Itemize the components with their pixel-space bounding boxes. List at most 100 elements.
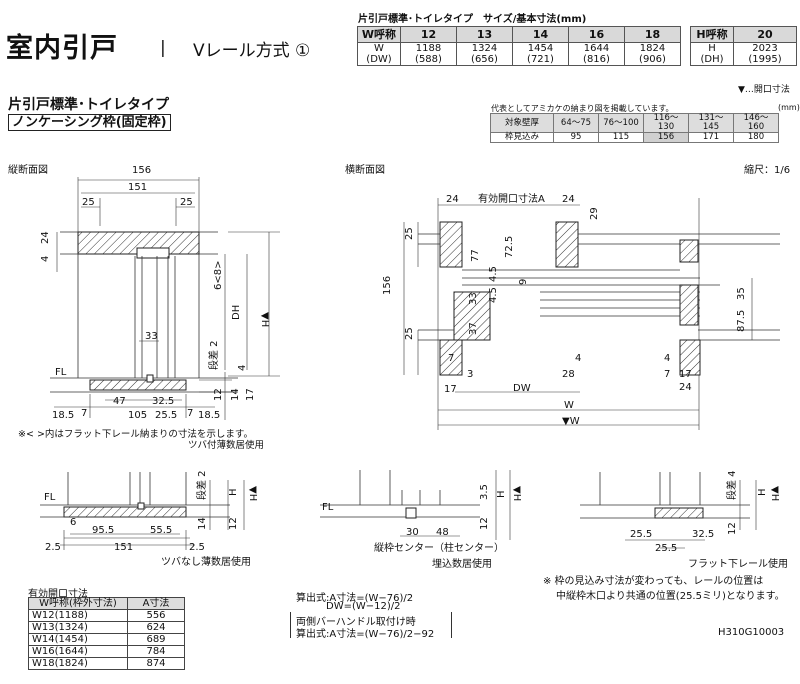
formula-line-2: DW=(W−12)/2 bbox=[326, 601, 401, 612]
dim-text: 32.5 bbox=[692, 529, 714, 540]
w-code: 16 bbox=[568, 26, 625, 43]
wall-table: 対象壁厚 64～75 76～100 116～130 131～145 146～16… bbox=[490, 113, 779, 143]
caption: 埋込数居使用 bbox=[432, 557, 492, 570]
dim-text: 105 bbox=[128, 410, 147, 421]
opening-note: ▼…開口寸法 bbox=[738, 85, 790, 95]
w-value: 1824(906) bbox=[624, 42, 681, 66]
dim-text: 47 bbox=[113, 396, 126, 407]
dim-text: ▼H bbox=[247, 486, 258, 501]
w-value: 1644(816) bbox=[568, 42, 625, 66]
dim-text: 12 bbox=[479, 517, 490, 530]
formula-line-1: 算出式:A寸法=(W−76)/2 bbox=[296, 593, 414, 604]
center-label: 縦枠センター（柱センター） bbox=[374, 541, 504, 554]
vertical-note: ※< >内はフラット下レール納まりの寸法を示します。 bbox=[18, 429, 253, 440]
h-row-label: H(DH) bbox=[690, 42, 734, 66]
dim-text: 95.5 bbox=[92, 525, 114, 536]
stopper-bottom bbox=[679, 284, 699, 326]
dim-text: 段差 4 bbox=[725, 470, 738, 500]
cell-w: W14(1454) bbox=[28, 633, 128, 646]
dim-text: 7 bbox=[448, 353, 454, 364]
dim-text: 77 bbox=[470, 249, 481, 262]
dim-text: 87.5 bbox=[736, 310, 747, 332]
h-code-label: H呼称 bbox=[690, 26, 734, 43]
cell-a: 874 bbox=[127, 657, 185, 670]
w-value: 1454(721) bbox=[512, 42, 569, 66]
dim-text: 7 bbox=[81, 408, 87, 419]
dim-text: 55.5 bbox=[150, 525, 172, 536]
dim-text: W bbox=[564, 400, 574, 411]
stopper-top bbox=[679, 239, 699, 263]
dim-text: 33 bbox=[468, 292, 479, 305]
dim-text: 段差 2 bbox=[195, 470, 208, 500]
size-table-caption: 片引戸標準･トイレタイプ サイズ/基本寸法(mm) bbox=[358, 14, 587, 25]
jamb-right-base bbox=[679, 339, 701, 376]
vertical-section-label: 縦断面図 bbox=[8, 165, 48, 176]
cell-a: 689 bbox=[127, 633, 185, 646]
dim-text: DH bbox=[231, 305, 242, 320]
dim-text: 12 bbox=[228, 517, 239, 530]
table-row: W16(1644) 784 bbox=[28, 645, 185, 658]
dim-text: H bbox=[228, 488, 239, 496]
dim-text: 151 bbox=[128, 182, 147, 193]
dim-text: 18.5 bbox=[52, 410, 74, 421]
dim-text: 12 bbox=[727, 522, 738, 535]
dim-text: 25.5 bbox=[655, 543, 677, 554]
dim-text: 25 bbox=[404, 227, 415, 240]
dim-text: H bbox=[496, 490, 507, 498]
jamb-left bbox=[439, 221, 463, 268]
dim-text: 6<8> bbox=[213, 261, 224, 290]
dim-text: 30 bbox=[406, 527, 419, 538]
vertical-caption: ツバ付薄数居使用 bbox=[188, 440, 265, 451]
jamb-left-base bbox=[439, 339, 463, 376]
cell-w: W18(1824) bbox=[28, 657, 128, 670]
w-row-label: W(DW) bbox=[357, 42, 401, 66]
dim-text: 32.5 bbox=[152, 396, 174, 407]
caption: フラット下レール使用 bbox=[688, 557, 788, 570]
dim-text: 12 bbox=[213, 388, 224, 401]
dim-text: 24 bbox=[446, 194, 459, 205]
dim-text: 35 bbox=[736, 287, 747, 300]
wall-table-note: 代表としてアミカケの納まり図を掲載しています。 bbox=[491, 104, 674, 113]
opening-table: W呼称(枠外寸法) A寸法 W12(1188) 556 W13(1324) 62… bbox=[28, 597, 185, 670]
dim-text: 14 bbox=[230, 388, 241, 401]
dim-text: 24 bbox=[562, 194, 575, 205]
rail-note-2: 中縦枠木口より共通の位置(25.5ミリ)となります。 bbox=[556, 591, 785, 602]
formula-bracket bbox=[290, 612, 452, 638]
drawing-code: H310G10003 bbox=[718, 627, 785, 638]
formula-line-4: 算出式:A寸法=(W−76)/2−92 bbox=[296, 629, 435, 640]
frame-label: ノンケーシング枠(固定枠) bbox=[8, 114, 171, 131]
dim-text: 18.5 bbox=[198, 410, 220, 421]
detail-embedded-threshold bbox=[320, 470, 511, 540]
detail-flat-rail bbox=[580, 472, 757, 549]
cell-w: W12(1188) bbox=[28, 609, 128, 622]
w-code: 18 bbox=[624, 26, 681, 43]
dim-text: 156 bbox=[382, 276, 393, 295]
dim-text: 4 bbox=[664, 353, 670, 364]
dim-text: 25.5 bbox=[630, 529, 652, 540]
sill bbox=[89, 379, 187, 391]
page-subtitle: Vレール方式 ① bbox=[193, 41, 311, 61]
floor-line-label: FL bbox=[44, 492, 56, 503]
table-row: W13(1324) 624 bbox=[28, 621, 185, 634]
dim-text: 9 bbox=[518, 279, 529, 285]
title-separator: | bbox=[160, 38, 166, 58]
jamb-left-lower bbox=[453, 291, 491, 341]
dim-text: 24 bbox=[679, 382, 692, 393]
dim-text: 25 bbox=[404, 327, 415, 340]
dim-text: 14 bbox=[197, 517, 208, 530]
dim-text: 25 bbox=[180, 197, 193, 208]
dim-text: 72.5 bbox=[504, 236, 515, 258]
caption: ツバなし薄数居使用 bbox=[161, 555, 251, 568]
dim-text: 33 bbox=[145, 331, 158, 342]
dim-text: H bbox=[757, 488, 768, 496]
dim-text: 4 bbox=[575, 353, 581, 364]
dim-text: 3 bbox=[467, 369, 473, 380]
detail-threshold-no-flange bbox=[40, 472, 245, 550]
table-row: W12(1188) 556 bbox=[28, 609, 185, 622]
formula-line-3: 両側バーハンドル取付け時 bbox=[296, 617, 416, 628]
table-row: W18(1824) 874 bbox=[28, 657, 185, 670]
dim-text: 4.5 bbox=[488, 287, 499, 303]
dim-text: 25.5 bbox=[155, 410, 177, 421]
dim-text: 17 bbox=[245, 388, 256, 401]
